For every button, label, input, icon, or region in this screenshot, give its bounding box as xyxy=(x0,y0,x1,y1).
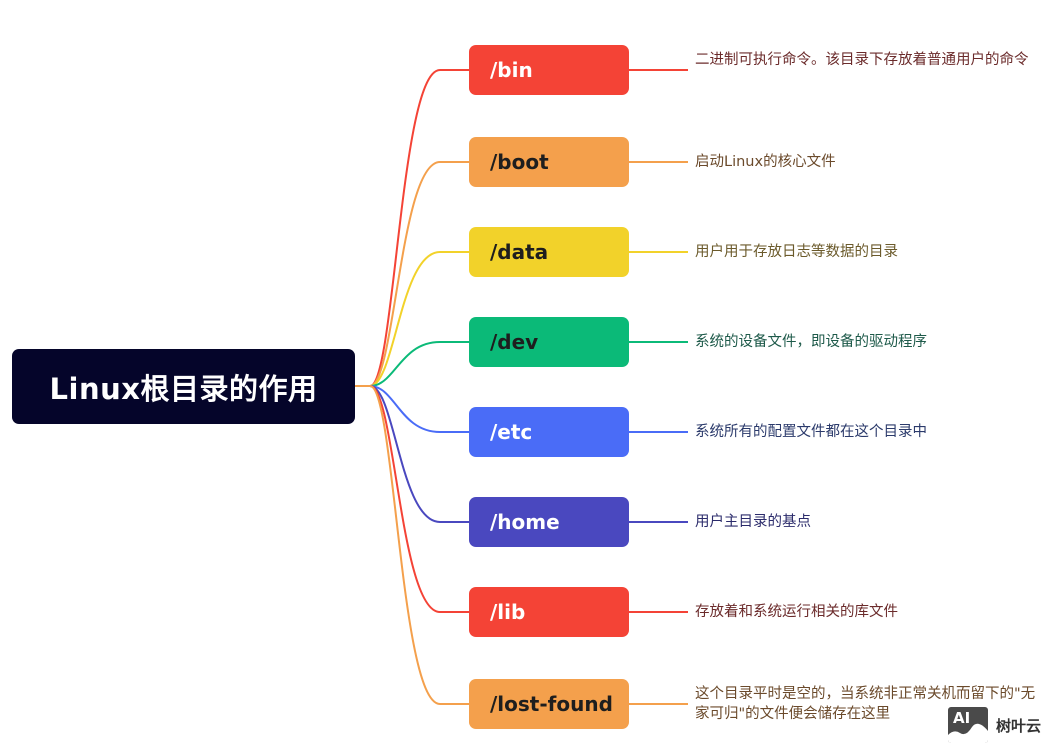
branch-description: 用户用于存放日志等数据的目录 xyxy=(695,244,898,260)
branch-description: 启动Linux的核心文件 xyxy=(695,154,836,170)
branch-node[interactable]: /data xyxy=(469,227,629,277)
ai-logo-icon: AI xyxy=(946,705,990,745)
branch-description: 用户主目录的基点 xyxy=(695,514,811,530)
branch-description: 二进制可执行命令。该目录下存放着普通用户的命令 xyxy=(695,52,1029,68)
branch-description: 存放着和系统运行相关的库文件 xyxy=(695,604,898,620)
branch-node[interactable]: /bin xyxy=(469,45,629,95)
root-node[interactable]: Linux根目录的作用 xyxy=(12,349,355,424)
branch-description: 这个目录平时是空的，当系统非正常关机而留下的"无家可归"的文件便会储存在这里 xyxy=(695,686,1036,722)
branch-description: 系统的设备文件，即设备的驱动程序 xyxy=(695,334,927,350)
branch-node[interactable]: /boot xyxy=(469,137,629,187)
watermark: AI 树叶云 xyxy=(946,705,1041,745)
branch-node[interactable]: /etc xyxy=(469,407,629,457)
branch-node[interactable]: /lib xyxy=(469,587,629,637)
branch-description: 系统所有的配置文件都在这个目录中 xyxy=(695,424,927,440)
watermark-text: 树叶云 xyxy=(996,716,1042,735)
branch-node[interactable]: /lost-found xyxy=(469,679,629,729)
branch-node[interactable]: /home xyxy=(469,497,629,547)
branch-node[interactable]: /dev xyxy=(469,317,629,367)
